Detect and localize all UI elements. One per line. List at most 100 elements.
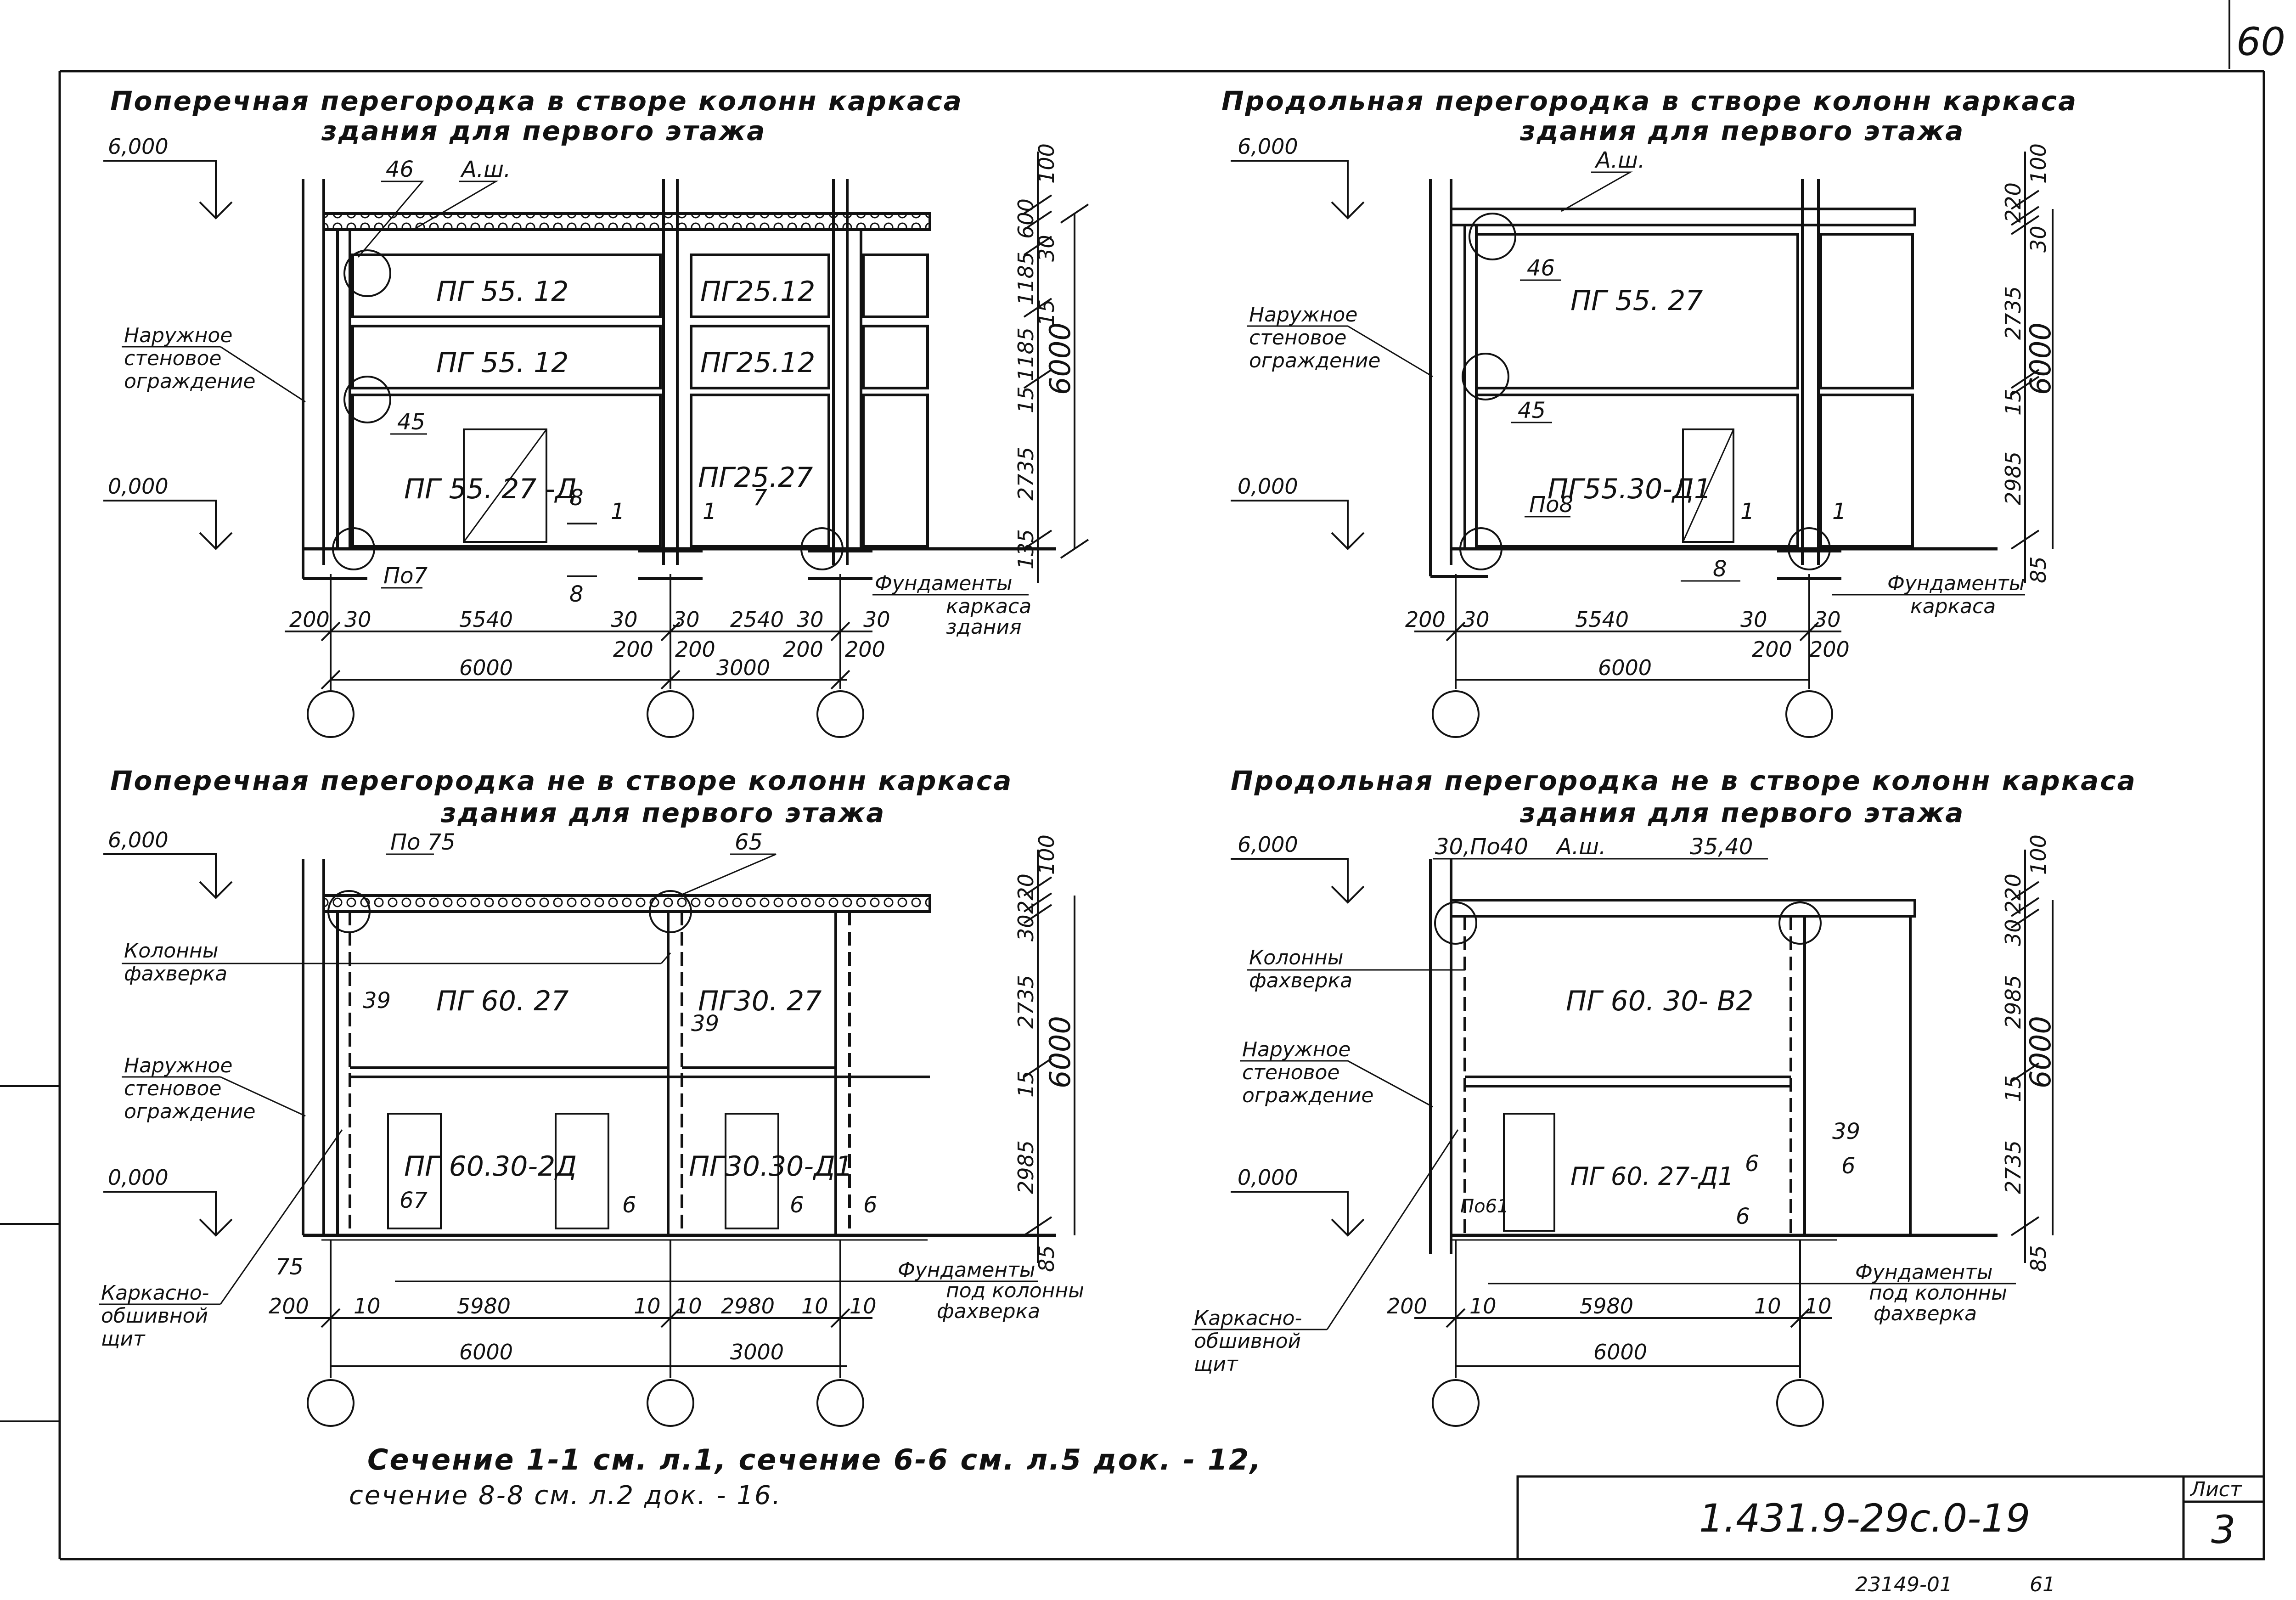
vdim-value: 1185	[1013, 327, 1038, 381]
view-title-line-1: Поперечная перегородка не в створе колон…	[110, 765, 1013, 796]
note-line-1: Сечение 1-1 см. л.1, сечение 6-6 см. л.5…	[367, 1443, 1262, 1476]
grid-axes	[1432, 690, 1833, 738]
level-top-label: 6,000	[108, 134, 169, 159]
outer-wall-label: Наружное	[1242, 1038, 1351, 1061]
detail-mark: 75	[276, 1254, 304, 1280]
hdim-value: 30	[611, 607, 638, 632]
hdim-value: 30	[344, 607, 371, 632]
hdim-value: 200	[1809, 637, 1850, 662]
detail-mark: 45	[397, 409, 425, 435]
hdim-value: 200	[613, 637, 653, 662]
view-title-line-1: Поперечная перегородка в створе колонн к…	[110, 85, 963, 117]
grid-axes	[1432, 1379, 1824, 1427]
vdim-value: 600	[1013, 198, 1038, 239]
level-top-label: 6,000	[1238, 134, 1298, 159]
detail-mark: 67	[400, 1188, 428, 1213]
detail-mark: 65	[735, 829, 763, 855]
hdim-value: 10	[354, 1294, 381, 1318]
section-mark: 6	[1736, 1204, 1750, 1229]
outer-wall-label: ограждение	[124, 370, 256, 393]
detail-mark: По 75	[390, 829, 456, 855]
section-mark: 6	[1745, 1151, 1759, 1177]
total-height-value: 6000	[2024, 1016, 2057, 1088]
sheet-frame	[0, 0, 2265, 1561]
vdim-value: 2985	[2001, 451, 2026, 505]
horizontal-dimension-lines	[1414, 1240, 1832, 1378]
foundation-label: каркаса	[1910, 595, 1996, 618]
vdim-value: 135	[1013, 529, 1038, 569]
detail-mark: 39	[363, 988, 391, 1014]
hdim-value: 2980	[721, 1294, 775, 1318]
vdim-value: 30	[2001, 919, 2026, 946]
hdim-value: 2540	[730, 607, 784, 632]
leader-line	[1347, 325, 1433, 377]
detail-mark: 35,40	[1690, 834, 1753, 860]
vdim-value: 100	[2026, 143, 2051, 184]
section-mark: 8	[569, 485, 584, 511]
vdim-value: 2735	[1013, 975, 1038, 1029]
section-mark: 6	[790, 1192, 804, 1218]
foundation-label: каркаса	[946, 595, 1031, 618]
sheet-label: Лист	[2189, 1478, 2242, 1501]
vdim-value: 2985	[1013, 1140, 1038, 1194]
vdim-value: 2735	[2001, 286, 2026, 340]
detail-mark: По61	[1460, 1196, 1508, 1217]
vertical-dimension-values: 100 600 30 1185 15 1185 15 2735 135 6000	[1013, 143, 1077, 569]
panel-label: ПГ 55. 27 -Д	[404, 473, 577, 505]
level-top-arrowhead	[199, 201, 233, 220]
horizontal-dimension-lines	[285, 1240, 872, 1378]
hdim-value: 10	[675, 1294, 702, 1318]
section-mark: 6	[622, 1192, 636, 1218]
hdim-value: 200	[1387, 1294, 1427, 1318]
view-longitudinal-in-line: Продольная перегородка в створе колонн к…	[1221, 85, 2076, 738]
page-number: 60	[2236, 19, 2285, 64]
view-title-line-1: Продольная перегородка не в створе колон…	[1231, 765, 2137, 796]
vdim-value: 15	[1013, 1070, 1038, 1098]
detail-mark: А.ш.	[460, 157, 511, 182]
archive-number: 23149-01	[1855, 1573, 1953, 1596]
frame-structure	[1429, 859, 1998, 1254]
vdim-value: 15	[2001, 1075, 2026, 1102]
vdim-value: 100	[2026, 834, 2051, 875]
vdim-value: 30	[1013, 914, 1038, 941]
leader-line	[413, 180, 499, 231]
leader-line	[220, 1076, 306, 1117]
vertical-dimension-chain	[2010, 850, 2054, 1263]
section-mark: 7	[753, 485, 767, 511]
leader-line	[220, 346, 306, 403]
vdim-value: 15	[1013, 386, 1038, 413]
columns-label: фахверка	[124, 962, 227, 986]
leader-line	[679, 853, 777, 896]
vdim-value: 85	[2026, 1245, 2051, 1272]
panel-label: ПГ30.30-Д1	[689, 1150, 853, 1183]
section-mark: 1	[1740, 499, 1755, 524]
hdim-value: 30	[797, 607, 824, 632]
frame-panel-label: обшивной	[101, 1304, 208, 1328]
level-top-arrow	[1231, 160, 1349, 218]
columns-label: Колонны	[124, 939, 218, 963]
hdim-value: 10	[1754, 1294, 1781, 1318]
detail-mark: 39	[691, 1011, 719, 1037]
panel-label: ПГ 55. 12	[436, 347, 568, 379]
level-bottom-label: 0,000	[108, 1165, 169, 1190]
outer-wall-label: ограждение	[1242, 1084, 1374, 1107]
outer-wall-label: ограждение	[1249, 349, 1381, 372]
total-height-value: 6000	[1043, 322, 1077, 395]
level-bottom-arrow	[1231, 1191, 1349, 1235]
vdim-value: 100	[1034, 834, 1059, 875]
vdim-value: 2985	[2001, 975, 2026, 1029]
vertical-dimension-chain	[2010, 152, 2054, 583]
total-height-value: 6000	[2024, 322, 2057, 395]
span-value: 3000	[730, 1340, 784, 1364]
vdim-value: 220	[2001, 182, 2026, 223]
view-transverse-in-line: Поперечная перегородка в створе колонн к…	[103, 85, 1089, 738]
hdim-value: 200	[1752, 637, 1792, 662]
frame-structure	[302, 179, 1056, 580]
hdim-value: 30	[1740, 607, 1767, 632]
hdim-value: 5980	[1580, 1294, 1633, 1318]
vdim-value: 220	[2001, 873, 2026, 914]
view-title-line-2: здания для первого этажа	[321, 115, 766, 146]
panel-label: ПГ 60.30-2Д	[404, 1150, 577, 1183]
hdim-value: 10	[634, 1294, 661, 1318]
frame-structure	[302, 859, 1056, 1241]
